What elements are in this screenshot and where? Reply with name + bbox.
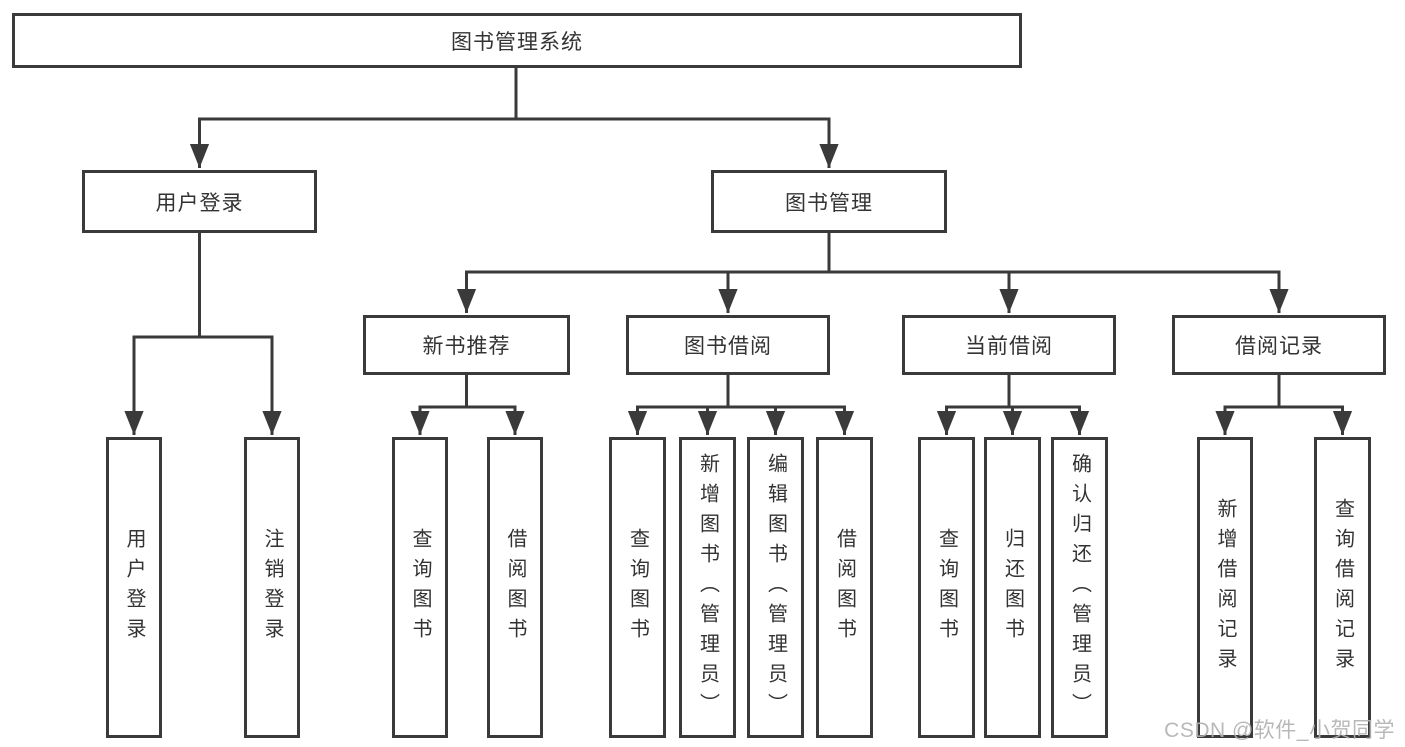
node-label: 确认归还（管理员） — [1068, 452, 1091, 723]
node-label: 当前借阅 — [965, 335, 1053, 358]
node-label: 用户登录 — [123, 527, 145, 648]
node-label: 查询借阅记录 — [1331, 497, 1354, 678]
node-label: 查询图书 — [409, 527, 431, 648]
node-label: 查询图书 — [935, 527, 958, 648]
leaf-logout: 注销登录 — [244, 437, 300, 738]
node-label: 新增图书（管理员） — [696, 452, 719, 723]
leaf-query-borrow-record: 查询借阅记录 — [1314, 437, 1371, 738]
csdn-watermark: CSDN @软件_小贺同学 — [1164, 719, 1395, 742]
node-label: 借阅记录 — [1235, 335, 1323, 358]
node-label: 编辑图书（管理员） — [764, 452, 787, 723]
leaf-query-books-current: 查询图书 — [918, 437, 975, 738]
node-current-borrowing: 当前借阅 — [902, 315, 1116, 375]
leaf-query-books-recommend: 查询图书 — [392, 437, 448, 738]
leaf-return-books: 归还图书 — [984, 437, 1041, 738]
node-label: 查询图书 — [626, 527, 649, 648]
node-book-borrowing: 图书借阅 — [626, 315, 830, 375]
leaf-add-borrow-record: 新增借阅记录 — [1197, 437, 1253, 738]
node-label: 图书借阅 — [684, 335, 772, 358]
node-label: 图书管理系统 — [451, 30, 583, 54]
leaf-confirm-return-admin: 确认归还（管理员） — [1051, 437, 1108, 738]
leaf-borrow-books-recommend: 借阅图书 — [487, 437, 543, 738]
node-label: 借阅图书 — [504, 527, 526, 648]
node-label: 图书管理 — [785, 191, 873, 215]
leaf-add-books-admin: 新增图书（管理员） — [679, 437, 736, 738]
node-user-login: 用户登录 — [82, 170, 317, 233]
node-book-management: 图书管理 — [711, 170, 947, 233]
node-label: 用户登录 — [155, 191, 244, 215]
node-borrowing-records: 借阅记录 — [1172, 315, 1386, 375]
node-label: 新增借阅记录 — [1214, 497, 1236, 678]
node-label: 归还图书 — [1001, 527, 1024, 648]
node-root-library-management-system: 图书管理系统 — [12, 13, 1022, 68]
node-new-book-recommendation: 新书推荐 — [363, 315, 570, 375]
leaf-query-books-borrow: 查询图书 — [609, 437, 666, 738]
leaf-edit-books-admin: 编辑图书（管理员） — [747, 437, 804, 738]
leaf-user-login: 用户登录 — [106, 437, 162, 738]
node-label: 注销登录 — [261, 527, 283, 648]
node-label: 新书推荐 — [422, 335, 511, 358]
node-label: 借阅图书 — [833, 527, 856, 648]
leaf-borrow-books: 借阅图书 — [816, 437, 873, 738]
